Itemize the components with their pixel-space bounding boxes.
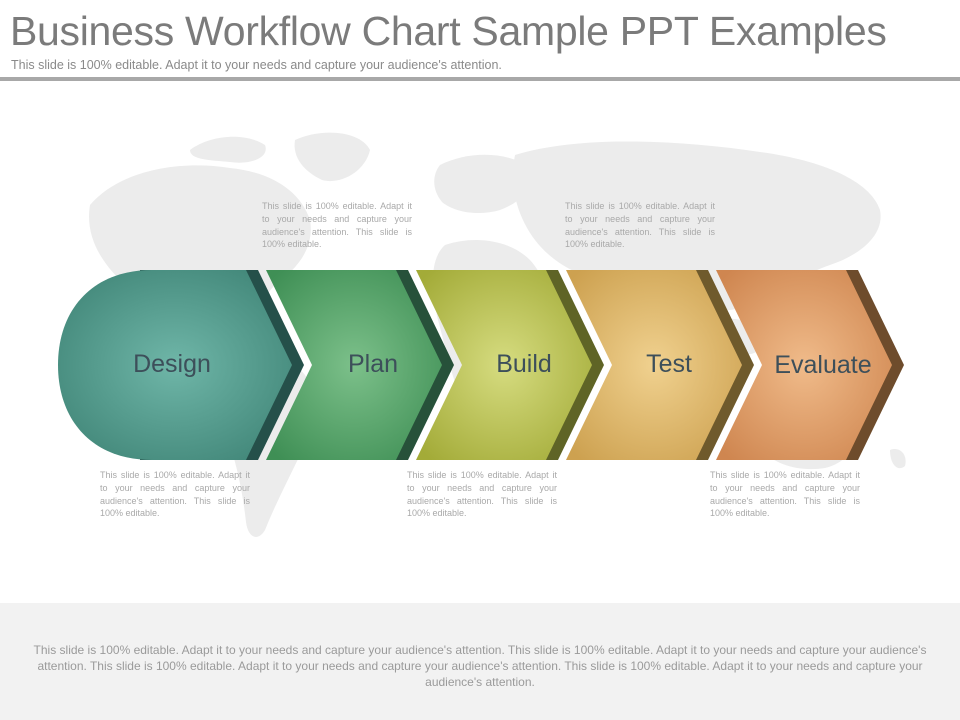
step-design-description: This slide is 100% editable. Adapt it to… xyxy=(100,470,250,519)
step-design-shape xyxy=(58,270,292,460)
step-design-label: Design xyxy=(133,350,211,378)
step-test-label: Test xyxy=(646,350,692,378)
header-divider xyxy=(0,77,960,81)
step-plan-shape xyxy=(266,270,442,460)
step-build-description: This slide is 100% editable. Adapt it to… xyxy=(407,470,557,519)
step-test-shape xyxy=(566,270,742,460)
step-plan-description: This slide is 100% editable. Adapt it to… xyxy=(262,201,412,250)
step-evaluate-label: Evaluate xyxy=(774,351,871,379)
step-build-label: Build xyxy=(496,350,552,378)
footer-text: This slide is 100% editable. Adapt it to… xyxy=(33,643,927,689)
page-title: Business Workflow Chart Sample PPT Examp… xyxy=(10,8,887,54)
step-build-shape xyxy=(416,270,592,460)
footer-panel: This slide is 100% editable. Adapt it to… xyxy=(0,603,960,720)
step-plan-label: Plan xyxy=(348,350,398,378)
step-evaluate-shape xyxy=(716,270,892,460)
page-subtitle: This slide is 100% editable. Adapt it to… xyxy=(11,58,502,72)
step-test-description: This slide is 100% editable. Adapt it to… xyxy=(565,201,715,250)
step-evaluate-description: This slide is 100% editable. Adapt it to… xyxy=(710,470,860,519)
